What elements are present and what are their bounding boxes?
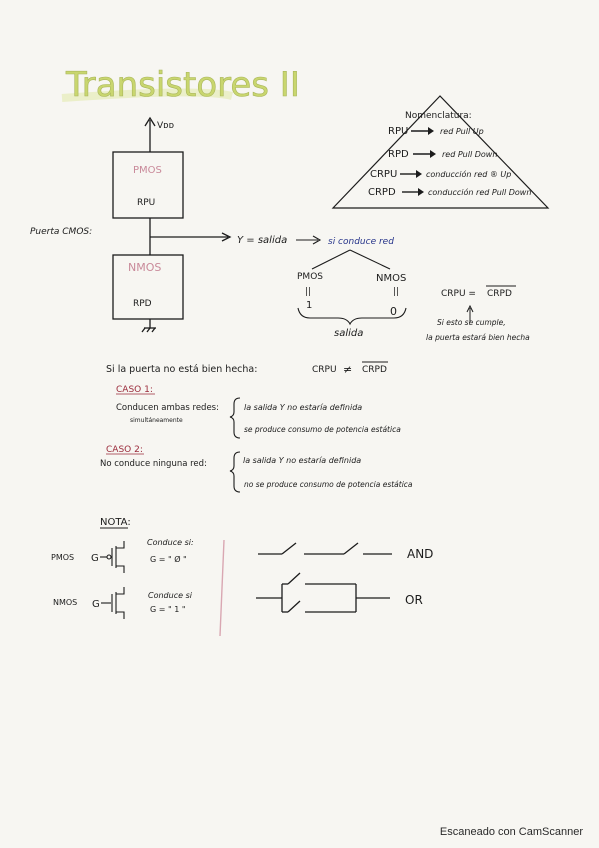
vertical-divider xyxy=(219,539,225,637)
crpd-negated: CRPD xyxy=(487,289,512,299)
nomenclature-row-4: CRPD conducción red Pull Down xyxy=(368,187,531,198)
nomenclature-value: red Pull Up xyxy=(440,127,484,136)
nomenclature-key: CRPD xyxy=(368,187,396,198)
nomenclature-row-1: RPU red Pull Up xyxy=(388,126,484,137)
nota-nmos-gate: G xyxy=(92,599,100,610)
caso2-lhs: No conduce ninguna red: xyxy=(100,459,207,469)
pmos-box xyxy=(112,151,184,219)
y-salida-label: Y = salida xyxy=(237,235,287,246)
nmos-transistor-icon xyxy=(101,587,125,619)
crpu-note-line1: Si esto se cumple, xyxy=(437,318,506,327)
bad-gate-crpu: CRPU xyxy=(312,365,337,375)
nmos-label: NMOS xyxy=(128,261,161,274)
si-conduce-label: si conduce red xyxy=(328,237,394,247)
or-switch-parallel xyxy=(256,572,390,613)
vdd-arrow xyxy=(144,116,156,127)
caso2-result1: la salida Y no estaría definida xyxy=(243,456,361,465)
caso1-title: CASO 1: xyxy=(116,385,153,395)
caso1-brace xyxy=(229,397,241,439)
salida-label: salida xyxy=(334,328,363,339)
not-equal-symbol: ≠ xyxy=(343,363,352,376)
nota-nmos-cond-line1: Conduce si xyxy=(148,591,193,600)
nomenclature-key: CRPU xyxy=(370,169,397,180)
nota-pmos-cond-line2: G = " Ø " xyxy=(150,554,187,564)
cmos-circuit xyxy=(112,116,232,333)
pmos-label: PMOS xyxy=(133,165,162,176)
crpu-note-line2: la puerta estará bien hecha xyxy=(426,333,530,342)
value-zero: 0 xyxy=(390,305,397,318)
vdd-label: Vᴅᴅ xyxy=(157,121,174,131)
output-arrow xyxy=(221,232,232,242)
nomenclature-value: conducción red Pull Down xyxy=(428,187,531,197)
nota-pmos-cond-line1: Conduce si: xyxy=(147,538,194,547)
bad-gate-intro: Si la puerta no está bien hecha: xyxy=(106,364,257,375)
nomenclature-row-2: RPD red Pull Down xyxy=(388,149,497,160)
nomenclature-value: conducción red ® Up xyxy=(426,169,511,179)
nota-title: NOTA: xyxy=(100,517,131,528)
caso1-result1: la salida Y no estaría definida xyxy=(244,403,362,412)
nomenclature-title: Nomenclatura: xyxy=(405,111,472,121)
title-underline-highlight xyxy=(61,88,233,102)
scanner-watermark: Escaneado con CamScanner xyxy=(439,826,583,838)
branch-right xyxy=(349,249,391,270)
nomenclature-triangle xyxy=(331,95,550,209)
or-label: OR xyxy=(405,593,423,607)
nmos-eq-symbol: || xyxy=(393,287,399,297)
pmos-eq-symbol: || xyxy=(305,287,311,297)
puerta-cmos-label: Puerta CMOS: xyxy=(30,227,92,237)
caso1-lhs-line2: simultáneamente xyxy=(130,417,183,424)
caso2-result2: no se produce consumo de potencia estáti… xyxy=(244,480,413,489)
pmos-transistor-icon xyxy=(100,541,125,573)
value-one: 1 xyxy=(306,300,312,311)
salida-brace xyxy=(297,307,407,326)
branch-left xyxy=(311,249,351,270)
caso2-title: CASO 2: xyxy=(106,445,143,455)
caso1-lhs-line1: Conducen ambas redes: xyxy=(116,403,219,413)
nomenclature-key: RPD xyxy=(388,149,409,160)
bad-gate-crpd: CRPD xyxy=(362,365,387,375)
nota-nmos-label: NMOS xyxy=(53,598,77,607)
nomenclature-value: red Pull Down xyxy=(442,150,497,159)
title-group: Transistores II xyxy=(61,65,300,105)
nota-nmos-cond-line2: G = " 1 " xyxy=(150,605,186,614)
caso1-result2: se produce consumo de potencia estática xyxy=(244,425,401,434)
and-switch-series xyxy=(258,542,392,555)
nota-pmos-gate: G xyxy=(91,553,99,564)
crpu-equals: CRPU = xyxy=(441,289,476,299)
nmos-box xyxy=(112,254,184,320)
pmos-branch-label: PMOS xyxy=(297,272,323,282)
and-label: AND xyxy=(407,547,433,561)
page-title: Transistores II xyxy=(65,65,300,105)
nota-pmos-label: PMOS xyxy=(51,553,74,562)
nmos-branch-label: NMOS xyxy=(376,273,406,284)
nomenclature-key: RPU xyxy=(388,126,408,137)
caso2-brace xyxy=(229,451,241,493)
rpd-label: RPD xyxy=(133,299,152,309)
rpu-label: RPU xyxy=(137,198,155,208)
nomenclature-row-3: CRPU conducción red ® Up xyxy=(370,169,511,180)
